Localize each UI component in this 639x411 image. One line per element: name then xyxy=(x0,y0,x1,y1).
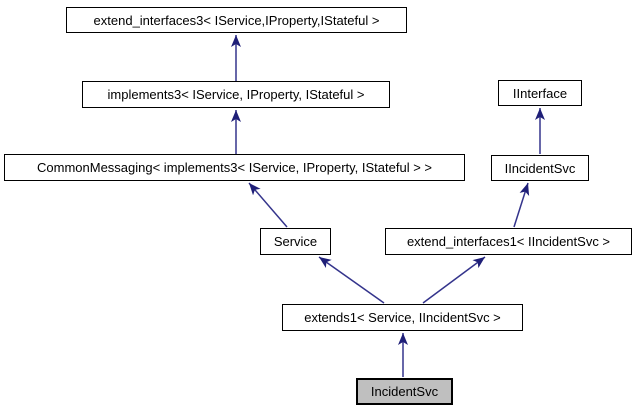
class-node-iinterface[interactable]: IInterface xyxy=(498,80,582,106)
class-node-implements3[interactable]: implements3< IService, IProperty, IState… xyxy=(82,81,390,108)
inheritance-arrow-extends1-to-service xyxy=(318,256,385,304)
inheritance-arrow-extends1-to-extend_interfaces1 xyxy=(422,256,486,304)
class-node-iincidentsvc[interactable]: IIncidentSvc xyxy=(491,155,589,181)
class-node-extend_interfaces1[interactable]: extend_interfaces1< IIncidentSvc > xyxy=(385,228,632,255)
class-node-common-messaging[interactable]: CommonMessaging< implements3< IService, … xyxy=(4,154,465,181)
class-node-extends1[interactable]: extends1< Service, IIncidentSvc > xyxy=(282,304,523,331)
inheritance-arrow-service-to-common_messaging xyxy=(248,182,288,228)
class-node-service[interactable]: Service xyxy=(260,228,331,255)
class-node-extend_interfaces3[interactable]: extend_interfaces3< IService,IProperty,I… xyxy=(66,7,407,33)
class-node-incidentsvc-current: IncidentSvc xyxy=(356,378,453,405)
inheritance-arrow-extend_interfaces1-to-iincidentsvc xyxy=(513,182,530,228)
